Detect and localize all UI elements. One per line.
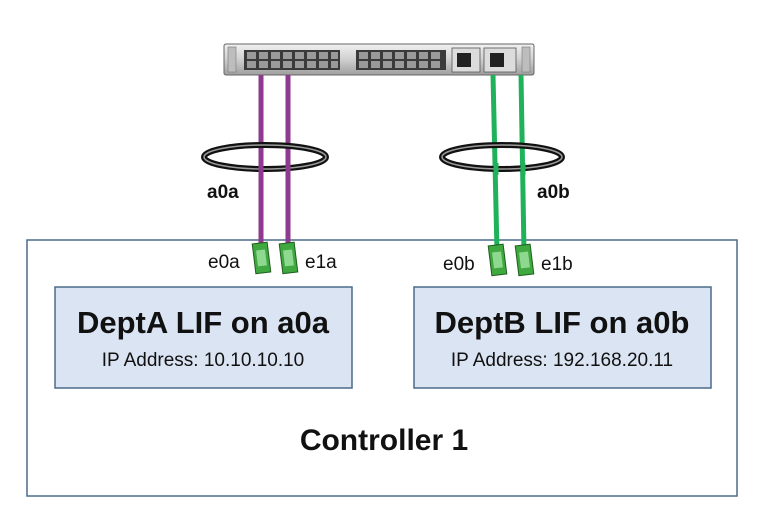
ifgrp-ring-a0a — [201, 142, 329, 172]
ifgrp-label-a0b: a0b — [537, 182, 570, 203]
ifgrp-label-a0a: a0a — [207, 182, 239, 203]
port-label-e0a: e0a — [208, 252, 240, 273]
port-label-e1a: e1a — [305, 252, 337, 273]
ifgrp-ring-a0b — [439, 142, 565, 172]
lif-box-depta: DeptA LIF on a0a IP Address: 10.10.10.10 — [54, 286, 353, 389]
port-label-e0b: e0b — [443, 254, 475, 275]
network-switch-icon — [223, 43, 535, 76]
port-connector-e0b-icon — [487, 243, 508, 277]
lif-box-deptb: DeptB LIF on a0b IP Address: 192.168.20.… — [413, 286, 712, 389]
port-connector-e1b-icon — [514, 243, 535, 277]
cable-overlay — [258, 163, 526, 175]
switch-port-bank-right — [356, 50, 446, 70]
port-connector-e0a-icon — [251, 241, 272, 275]
port-label-e1b: e1b — [541, 254, 573, 275]
switch-power-modules — [451, 47, 517, 73]
lif-title-depta: DeptA LIF on a0a — [77, 305, 330, 340]
lif-ip-depta: IP Address: 10.10.10.10 — [102, 350, 304, 371]
lif-ip-deptb: IP Address: 192.168.20.11 — [451, 350, 673, 371]
switch-port-bank-left — [244, 50, 340, 70]
cables-a0a — [258, 75, 291, 250]
lif-title-deptb: DeptB LIF on a0b — [435, 305, 690, 340]
port-connector-e1a-icon — [278, 241, 299, 275]
controller-label: Controller 1 — [300, 424, 468, 457]
